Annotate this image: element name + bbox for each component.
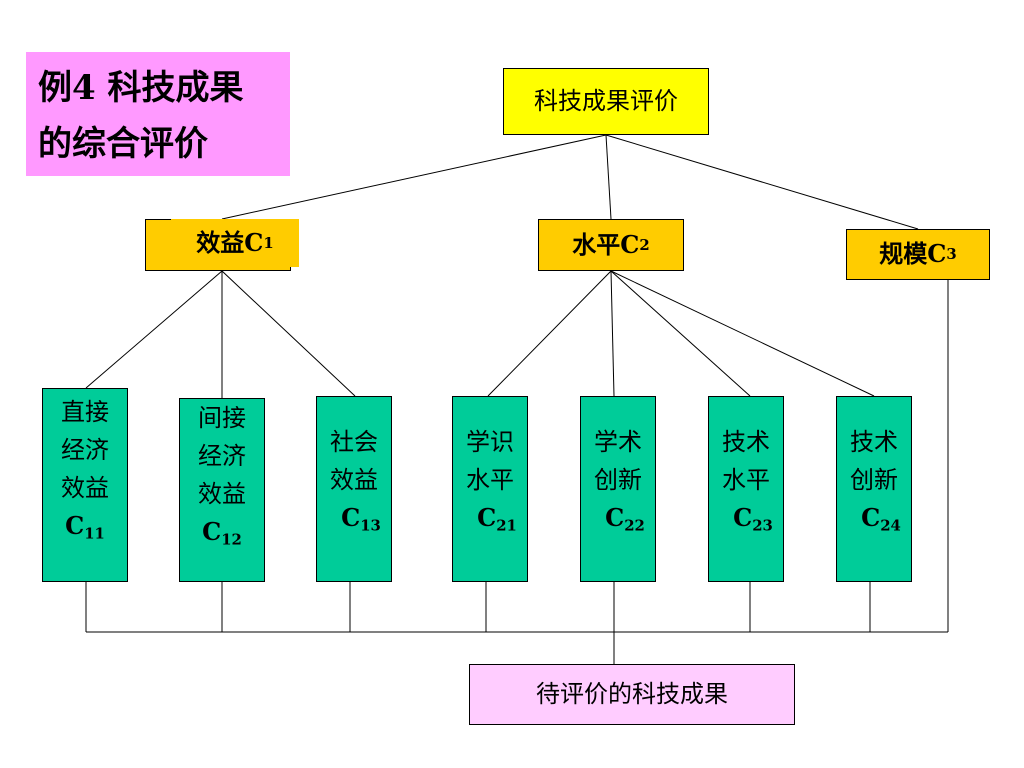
subcriterion-c22: 学术 创新 C22 xyxy=(580,396,656,582)
target-label: 待评价的科技成果 xyxy=(536,680,728,709)
line-c2-c21 xyxy=(487,270,612,397)
subcriterion-c24: 技术 创新 C24 xyxy=(836,396,912,582)
target-node: 待评价的科技成果 xyxy=(469,664,795,725)
line-root-c2 xyxy=(605,134,612,220)
subcriterion-c12: 间接 经济 效益 C12 xyxy=(179,398,265,582)
root-node: 科技成果评价 xyxy=(503,68,709,135)
line-root-c1 xyxy=(221,134,607,220)
line-c2-c23 xyxy=(610,270,751,397)
slide-title-line2: 的综合评价 xyxy=(38,124,208,164)
line-c2-c22 xyxy=(610,270,615,397)
line-c1-c13 xyxy=(221,270,356,397)
subcriterion-c21: 学识 水平 C21 xyxy=(452,396,528,582)
root-label: 科技成果评价 xyxy=(534,87,678,116)
line-root-c3 xyxy=(605,134,919,230)
slide-title-line1: 例4 科技成果 xyxy=(38,68,244,108)
subcriterion-c11: 直接 经济 效益 C11 xyxy=(42,388,128,582)
line-c2-c24 xyxy=(610,270,875,397)
slide-title: 例4 科技成果 的综合评价 xyxy=(26,52,290,176)
subcriterion-c23: 技术 水平 C23 xyxy=(708,396,784,582)
line-c1-c11 xyxy=(85,270,223,389)
subcriterion-c13: 社会 效益 C13 xyxy=(316,396,392,582)
